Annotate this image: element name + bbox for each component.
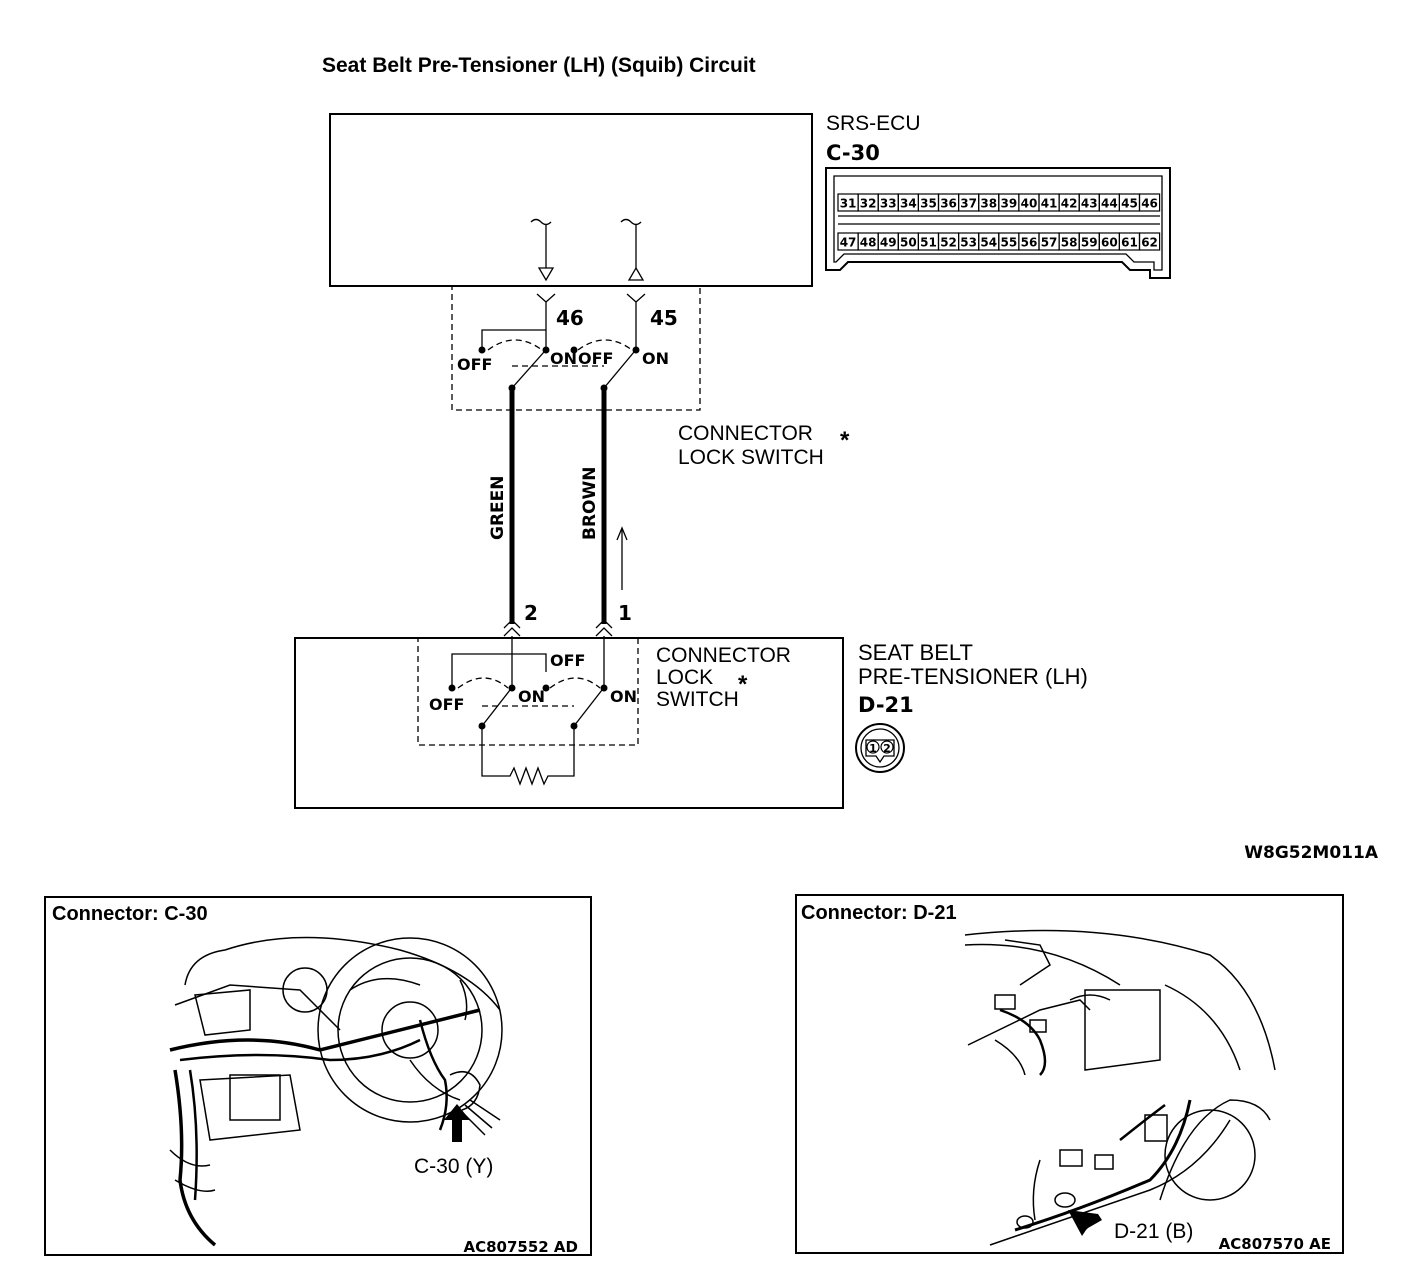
locator-d21-panel	[795, 894, 1344, 1254]
figure-code: W8G52M011A	[1244, 843, 1379, 863]
c30-pin-number: 56	[1021, 236, 1038, 250]
c30-pin-cell	[1138, 193, 1161, 212]
c30-pin-number: 51	[920, 236, 937, 250]
ecu-lock-switch-boundary	[451, 285, 701, 411]
pretensioner-side-switches: OFF ON OFF ON	[429, 636, 637, 786]
pretensioner-lock-switch-boundary	[417, 637, 639, 746]
pretensioner-terminal-2-fork	[503, 619, 521, 637]
c30-pointer-arrow-icon	[444, 1104, 470, 1142]
c30-pin-number: 34	[900, 197, 917, 211]
c30-pin-number: 53	[960, 236, 977, 250]
c30-pin-number: 44	[1101, 197, 1118, 211]
ecu-side-switches: OFF ON OFF ON	[457, 329, 669, 392]
c30-pin-number: 61	[1121, 236, 1138, 250]
c30-pin-number: 36	[940, 197, 957, 211]
wire-brown-label: BROWN	[580, 467, 600, 540]
vehicle-side-illustration	[964, 929, 1276, 1246]
c30-pin-number: 41	[1041, 197, 1058, 211]
pt-sw2-on-label: ON	[610, 687, 637, 706]
c30-pin-number: 54	[980, 236, 997, 250]
ecu-terminal-45-fork	[626, 293, 646, 350]
ecu-sw1-on-label: ON	[550, 349, 577, 368]
d21-pin-2: 2	[883, 742, 891, 755]
locator-c30-panel	[44, 896, 592, 1256]
pt-lock-switch-line1: CONNECTOR	[656, 644, 791, 667]
lock-switch-asterisk: *	[840, 427, 850, 454]
locator-d21-callout: D-21 (B)	[1114, 1220, 1193, 1243]
c30-pin-number: 62	[1141, 236, 1158, 250]
dashboard-harness-illustration	[169, 936, 503, 1247]
c30-pin-number: 37	[960, 197, 977, 211]
ecu-sw1-off-label: OFF	[457, 355, 492, 374]
c30-pin-number: 31	[840, 197, 857, 211]
ecu-input-arrow-icon	[537, 267, 555, 282]
c30-pin-number: 58	[1061, 236, 1078, 250]
locator-c30-callout: C-30 (Y)	[414, 1155, 493, 1178]
pretensioner-name-line1: SEAT BELT	[858, 640, 973, 665]
c30-pin-number: 39	[1000, 197, 1017, 211]
lock-switch-label-line1: CONNECTOR	[678, 422, 813, 445]
c30-pin-number: 38	[980, 197, 997, 211]
ecu-terminal-45-label: 45	[650, 306, 678, 330]
pt-lock-switch-asterisk: *	[738, 671, 748, 698]
srs-ecu-box	[329, 113, 813, 287]
c30-pin-number: 55	[1000, 236, 1017, 250]
ecu-terminal-46-fork	[536, 293, 556, 330]
pretensioner-connector-id: D-21	[858, 693, 914, 717]
d21-pin-1: 1	[869, 742, 877, 755]
current-flow-arrow-icon	[616, 526, 628, 590]
d21-connector-face: 1 2	[855, 723, 905, 773]
c30-pin-number: 35	[920, 197, 937, 211]
c30-pin-number: 32	[860, 197, 877, 211]
squib-resistor-icon	[481, 728, 575, 786]
ecu-name: SRS-ECU	[826, 112, 921, 135]
pretensioner-terminal-1-label: 1	[618, 601, 632, 625]
c30-pin-number: 45	[1121, 197, 1138, 211]
c30-pin-number: 48	[860, 236, 877, 250]
locator-c30-code: AC807552 AD	[463, 1238, 578, 1256]
ecu-connector-id: C-30	[826, 141, 880, 165]
c30-pin-cell	[1138, 232, 1161, 251]
c30-pin-number: 52	[940, 236, 957, 250]
pt-sw2-off-label: OFF	[550, 651, 585, 670]
c30-pin-number: 57	[1041, 236, 1058, 250]
ecu-terminal-46-label: 46	[556, 306, 584, 330]
c30-pin-number: 50	[900, 236, 917, 250]
pt-lock-switch-line2: LOCK	[656, 666, 713, 689]
c30-pin-number: 46	[1141, 197, 1158, 211]
pt-sw1-on-label: ON	[518, 687, 545, 706]
lock-switch-label-line2: LOCK SWITCH	[678, 446, 824, 469]
pretensioner-terminal-1-fork	[595, 619, 613, 637]
wire-green-label: GREEN	[488, 476, 508, 541]
ecu-sw2-off-label: OFF	[578, 349, 613, 368]
c30-pin-number: 42	[1061, 197, 1078, 211]
c30-pin-number: 49	[880, 236, 897, 250]
pretensioner-terminal-2-label: 2	[524, 601, 538, 625]
pretensioner-name-line2: PRE-TENSIONER (LH)	[858, 664, 1088, 689]
pt-sw1-off-label: OFF	[429, 695, 464, 714]
c30-pin-number: 47	[840, 236, 857, 250]
c30-pin-number: 33	[880, 197, 897, 211]
diagram-title: Seat Belt Pre-Tensioner (LH) (Squib) Cir…	[322, 54, 756, 77]
c30-pin-number: 59	[1081, 236, 1098, 250]
ecu-output-arrow-icon	[627, 266, 645, 281]
c30-pin-number: 60	[1101, 236, 1118, 250]
c30-pin-number: 43	[1081, 197, 1098, 211]
ecu-internal-lines	[530, 218, 645, 282]
locator-d21-title: Connector: D-21	[801, 902, 957, 924]
locator-d21-code: AC807570 AE	[1219, 1235, 1331, 1253]
d21-pointer-arrow-icon	[1068, 1210, 1102, 1236]
locator-c30-title: Connector: C-30	[52, 903, 208, 925]
pt-lock-switch-line3: SWITCH	[656, 688, 739, 711]
ecu-sw2-on-label: ON	[642, 349, 669, 368]
c30-pin-number: 40	[1021, 197, 1038, 211]
